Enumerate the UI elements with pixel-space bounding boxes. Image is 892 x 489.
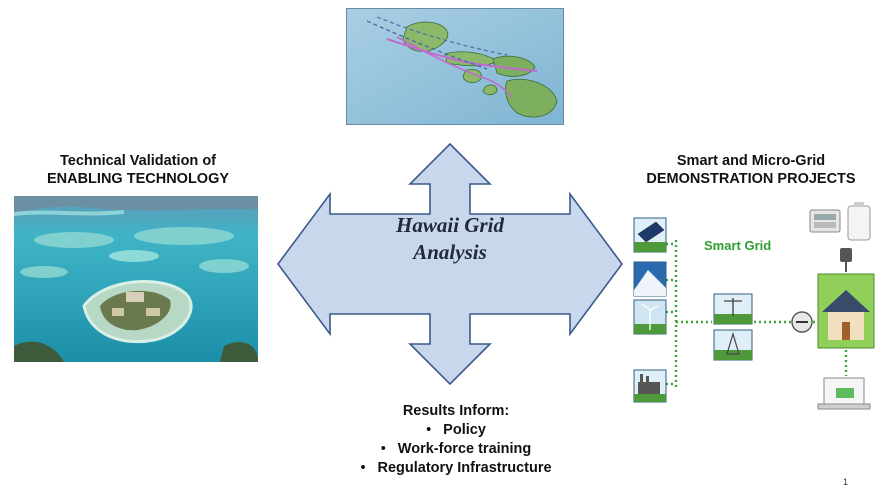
results-item-workforce: Work-force training <box>316 440 596 459</box>
smart-grid-label: Smart Grid <box>704 238 772 253</box>
left-heading-line1: Technical Validation of <box>59 153 217 169</box>
results-item-regulatory: Regulatory Infrastructure <box>316 459 596 478</box>
results-title: Results Inform: <box>402 403 510 419</box>
mountain-icon <box>633 261 667 297</box>
smart-meter-icon <box>809 209 841 233</box>
wind-turbine-icon <box>633 299 667 335</box>
results-section: Results Inform: Policy Work-force traini… <box>316 402 596 478</box>
island-aerial-photo <box>13 196 258 362</box>
left-heading: Technical Validation of ENABLING TECHNOL… <box>0 152 276 188</box>
page-number: 1 <box>843 477 849 487</box>
center-label-line2: Analysis <box>413 240 487 264</box>
results-item-policy: Policy <box>316 421 596 440</box>
solar-panel-icon <box>633 217 667 253</box>
center-label-line1: Hawaii Grid <box>396 213 504 237</box>
right-heading: Smart and Micro-Grid DEMONSTRATION PROJE… <box>612 152 890 188</box>
plug-icon <box>840 248 852 272</box>
left-heading-line2: ENABLING TECHNOLOGY <box>46 171 230 187</box>
smart-grid-diagram <box>633 202 875 410</box>
laptop-icon <box>817 377 871 410</box>
power-line-icon <box>713 293 753 361</box>
center-label: Hawaii Grid Analysis <box>376 212 524 266</box>
solar-house-icon <box>817 273 875 349</box>
right-heading-line2: DEMONSTRATION PROJECTS <box>646 171 856 187</box>
hawaii-map-image <box>346 8 564 125</box>
four-way-arrow <box>277 142 623 386</box>
right-heading-line1: Smart and Micro-Grid <box>676 153 826 169</box>
factory-icon <box>633 369 667 403</box>
battery-icon <box>847 202 871 241</box>
meter-dial-icon <box>791 311 813 333</box>
